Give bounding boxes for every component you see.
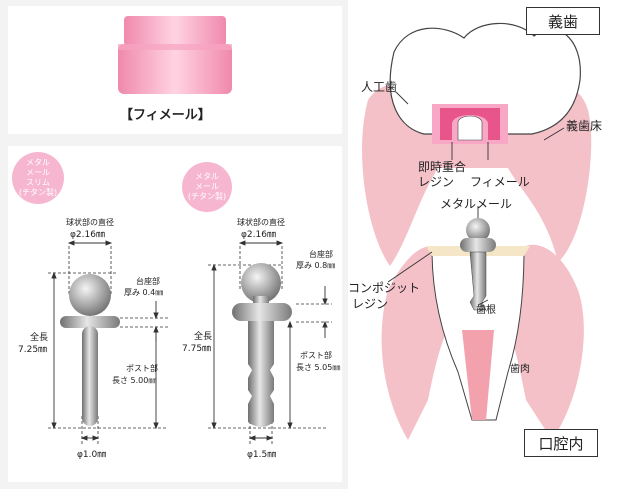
slim-badge-line-1: メタル (26, 158, 50, 167)
slim-post-diameter: φ1.0㎜ (77, 450, 107, 460)
label-composite-line-2: レジン (352, 297, 389, 311)
slim-seat-thickness: 厚み 0.4㎜ (124, 288, 164, 297)
standard-badge-material: (チタン製) (187, 192, 227, 201)
mouth-cross-section-diagram (362, 22, 592, 440)
label-female: フィメール (470, 175, 530, 189)
slim-badge-line-3: スリム (26, 178, 50, 187)
slim-badge-material: (チタン製) (18, 188, 58, 197)
denture-title: 義歯 (526, 7, 600, 35)
standard-badge: メタル メール (チタン製) (182, 162, 232, 212)
slim-badge-line-2: メール (26, 168, 50, 177)
slim-seat-label: 台座部 (136, 277, 160, 286)
standard-badge-line-2: メール (195, 182, 219, 191)
standard-metal-male-drawing (208, 240, 332, 444)
standard-length-label: 全長 (194, 332, 213, 342)
oral-cavity-footer: 口腔内 (524, 429, 598, 457)
label-root: 歯根 (476, 305, 496, 316)
standard-badge-line-1: メタル (195, 172, 219, 181)
denture-title-text: 義歯 (547, 12, 578, 31)
label-artificial-tooth: 人工歯 (361, 80, 398, 94)
standard-ball-diameter: φ2.16㎜ (241, 230, 276, 240)
label-resin-line-1: 即時重合 (418, 160, 467, 174)
oral-cavity-footer-text: 口腔内 (538, 434, 584, 453)
standard-seat-thickness: 厚み 0.8㎜ (296, 261, 336, 270)
female-part-image (118, 16, 232, 94)
label-gum: 歯肉 (510, 364, 530, 375)
label-resin-line-2: レジン (418, 175, 455, 189)
label-composite-line-1: コンポジット (348, 281, 421, 295)
slim-post-label: ポスト部 (126, 364, 158, 373)
slim-post-length: 長さ 5.00㎜ (112, 376, 157, 385)
slim-ball-diameter: φ2.16㎜ (70, 230, 105, 240)
label-metal-male: メタルメール (440, 197, 513, 211)
female-caption: 【フィメール】 (120, 108, 211, 123)
slim-ball-diameter-label: 球状部の直径 (66, 218, 114, 227)
label-denture-base: 義歯床 (566, 119, 603, 133)
standard-ball-diameter-label: 球状部の直径 (237, 218, 285, 227)
slim-length-label: 全長 (30, 333, 49, 343)
standard-seat-label: 台座部 (309, 250, 333, 259)
standard-post-label: ポスト部 (300, 351, 332, 360)
slim-badge: メタル メール スリム (チタン製) (12, 152, 64, 204)
standard-length: 7.75㎜ (182, 344, 212, 354)
slim-length: 7.25㎜ (18, 345, 48, 355)
standard-post-diameter: φ1.5㎜ (247, 450, 277, 460)
slim-metal-male-drawing (48, 240, 168, 444)
standard-post-length: 長さ 5.05㎜ (296, 363, 341, 372)
